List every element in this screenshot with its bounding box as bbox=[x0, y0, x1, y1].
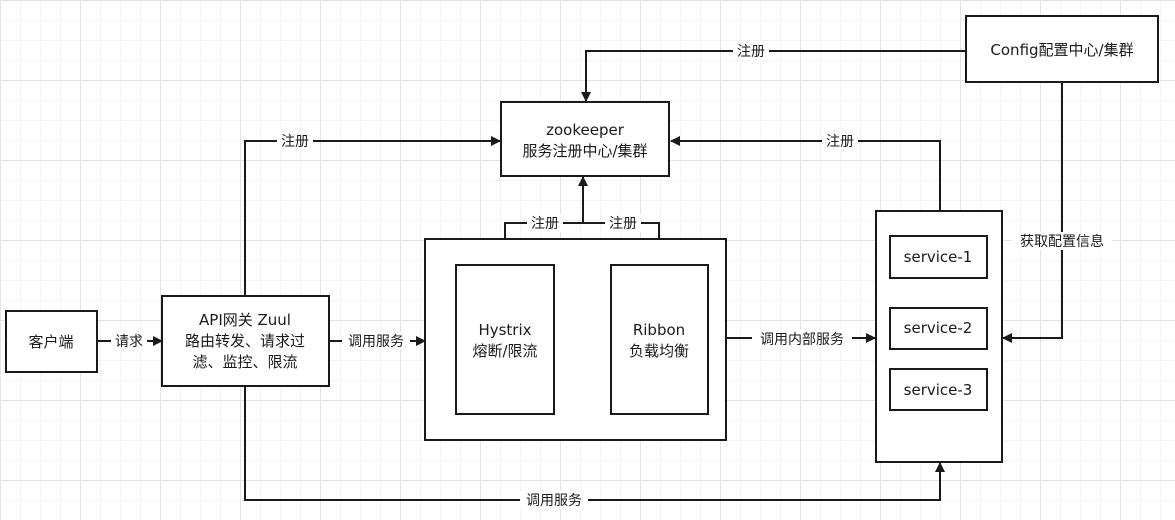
edge-gateway-to-services-bottom bbox=[244, 386, 945, 501]
label-request: 请求 bbox=[115, 334, 143, 350]
service-1-label: service-1 bbox=[904, 248, 973, 266]
ribbon-title: Ribbon bbox=[633, 321, 685, 339]
label-register-gateway: 注册 bbox=[281, 134, 309, 150]
ribbon-desc: 负载均衡 bbox=[629, 342, 689, 360]
edge-gateway-register bbox=[244, 136, 501, 296]
gateway-title: API网关 Zuul bbox=[199, 311, 291, 329]
label-register-ribbon: 注册 bbox=[609, 216, 637, 232]
label-call-service-bottom: 调用服务 bbox=[526, 493, 582, 509]
gateway-desc-line1: 路由转发、请求过 bbox=[185, 332, 305, 350]
edge-services-register bbox=[670, 136, 941, 211]
edge-config-register bbox=[581, 50, 966, 102]
label-register-hystrix: 注册 bbox=[531, 216, 559, 232]
zookeeper-title: zookeeper bbox=[546, 121, 625, 139]
config-label: Config配置中心/集群 bbox=[990, 41, 1133, 59]
zookeeper-desc: 服务注册中心/集群 bbox=[522, 142, 647, 160]
label-register-services: 注册 bbox=[826, 134, 854, 150]
service-2-box bbox=[889, 307, 988, 350]
client-box bbox=[5, 310, 98, 373]
service-1-box bbox=[889, 235, 988, 279]
hystrix-desc: 熔断/限流 bbox=[472, 342, 537, 360]
service-3-box bbox=[889, 368, 988, 411]
service-3-label: service-3 bbox=[904, 381, 973, 399]
config-box bbox=[965, 15, 1159, 83]
gateway-desc-line2: 滤、监控、限流 bbox=[192, 353, 297, 371]
zookeeper-box bbox=[500, 101, 670, 177]
service-2-label: service-2 bbox=[904, 319, 973, 337]
label-call-service: 调用服务 bbox=[348, 334, 404, 350]
gateway-box bbox=[161, 295, 330, 387]
hystrix-box bbox=[455, 264, 555, 415]
edge-config-to-services bbox=[1002, 83, 1063, 343]
label-call-internal: 调用内部服务 bbox=[760, 332, 844, 348]
label-get-config: 获取配置信息 bbox=[1020, 233, 1104, 250]
label-register-config: 注册 bbox=[737, 44, 765, 60]
ribbon-box bbox=[610, 264, 709, 415]
hystrix-title: Hystrix bbox=[478, 321, 531, 339]
client-label: 客户端 bbox=[28, 333, 73, 351]
